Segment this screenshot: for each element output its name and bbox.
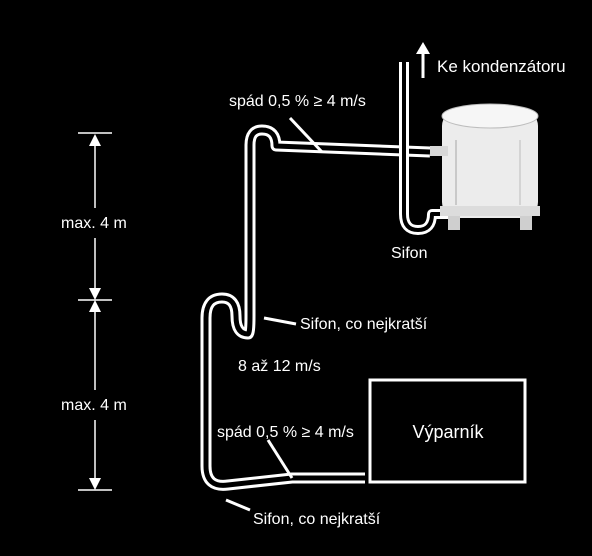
suction-pipe	[200, 124, 431, 491]
evaporator-label: Výparník	[412, 422, 484, 442]
to-condenser-label: Ke kondenzátoru	[437, 57, 566, 76]
sifon-bottom-label: Sifon, co nejkratší	[253, 511, 381, 528]
slope-bottom-label: spád 0,5 % ≥ 4 m/s	[217, 424, 354, 441]
compressor	[430, 103, 540, 230]
sifon-compressor-label: Sifon	[391, 245, 427, 262]
height-upper-label: max. 4 m	[61, 215, 127, 232]
leader-lines	[225, 116, 324, 512]
height-dimension	[78, 132, 112, 491]
up-arrow-icon	[416, 42, 430, 78]
slope-top-label: spád 0,5 % ≥ 4 m/s	[229, 93, 366, 110]
sifon-middle-label: Sifon, co nejkratší	[300, 316, 428, 333]
discharge-pipe	[399, 62, 448, 235]
height-lower-label: max. 4 m	[61, 397, 127, 414]
riser-velocity-label: 8 až 12 m/s	[238, 358, 321, 375]
evaporator-box: Výparník	[368, 378, 527, 484]
